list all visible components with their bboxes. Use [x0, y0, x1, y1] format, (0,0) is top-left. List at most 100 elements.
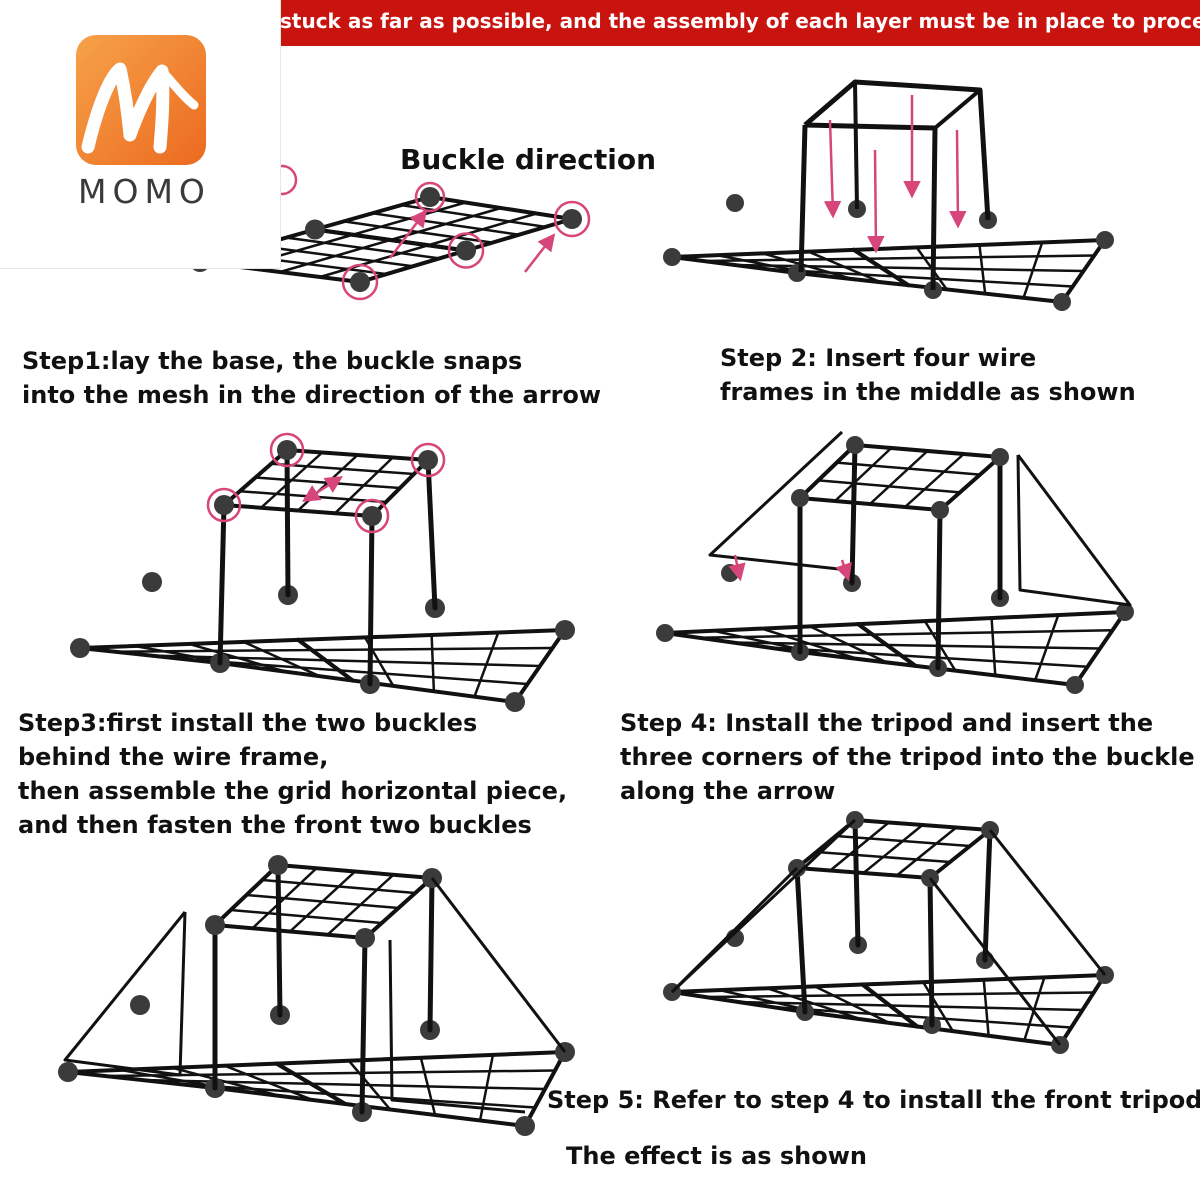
- base-grid-panel: [351, 201, 467, 236]
- buckle: [418, 450, 438, 470]
- base-grid-panel: [278, 238, 392, 274]
- step3-caption: Step3:first install the two buckles behi…: [18, 706, 567, 842]
- tripod-frame: [63, 911, 187, 1077]
- top-grid-panel: [798, 496, 942, 512]
- top-grid-panel: [815, 850, 952, 864]
- base-grid-panel: [856, 610, 1127, 627]
- buckle: [205, 915, 225, 935]
- effect-caption: The effect is as shown: [566, 1142, 867, 1170]
- buckle-highlight-ring: [269, 432, 305, 468]
- top-banner: stuck as far as possible, and the assemb…: [280, 0, 1200, 46]
- base-grid-panel: [737, 1000, 892, 1007]
- momo-logo-icon: [76, 35, 206, 165]
- tripod-frame: [708, 430, 849, 572]
- buckle: [1066, 676, 1084, 694]
- base-grid-panel: [309, 1082, 547, 1091]
- step3-line: and then fasten the front two buckles: [18, 811, 532, 839]
- base-grid-panel: [140, 1078, 313, 1086]
- base-grid-panel: [663, 622, 861, 635]
- buckle-highlight-ring: [354, 498, 390, 534]
- tripod-frame: [988, 829, 1107, 976]
- base-grid-panel: [888, 1004, 1084, 1012]
- step5-caption: Step 5: Refer to step 4 to install the f…: [547, 1086, 1200, 1114]
- buckle: [268, 855, 288, 875]
- base-grid-panel: [765, 646, 903, 657]
- buckle: [663, 248, 681, 266]
- wire-frame-post: [359, 935, 368, 1115]
- brand-logo: MOMO: [0, 0, 281, 269]
- buckle-highlight-ring: [447, 232, 485, 269]
- top-grid-panel: [853, 818, 992, 832]
- wire-frame: [853, 81, 859, 210]
- step3-line: behind the wire frame,: [18, 743, 329, 771]
- buckle: [991, 448, 1009, 466]
- direction-arrow: [867, 149, 885, 254]
- top-grid-panel: [928, 828, 992, 880]
- top-grid-panel: [895, 826, 958, 877]
- direction-arrow: [949, 129, 967, 229]
- base-grid-panel: [803, 1010, 920, 1029]
- top-grid-panel: [938, 455, 1002, 512]
- base-grid-panel: [274, 1050, 567, 1066]
- buckle: [726, 194, 744, 212]
- base-grid-panel: [893, 275, 1074, 288]
- buckle: [420, 187, 440, 207]
- base-grid-panel: [702, 257, 869, 263]
- buckle-highlight-ring: [206, 487, 242, 523]
- step3-line: Step3:first install the two buckles: [18, 709, 478, 737]
- top-grid-panel: [862, 823, 924, 875]
- wire-frame-post: [982, 827, 993, 963]
- base-grid-panel: [885, 643, 1102, 650]
- base-grid-panel: [871, 629, 1114, 636]
- buckle: [142, 572, 162, 592]
- wire-frame-post: [927, 875, 935, 1028]
- tripod-frame: [928, 877, 1062, 1046]
- wire-frame: [804, 122, 938, 291]
- base-grid-panel: [851, 238, 1107, 252]
- buckle: [456, 240, 476, 261]
- tripod-frame: [430, 877, 567, 1053]
- buckle-highlight-ring: [341, 263, 379, 301]
- step4-line: Step 4: Install the tripod and insert th…: [620, 709, 1154, 737]
- base-grid-panel: [670, 982, 865, 994]
- buckle: [505, 692, 525, 712]
- step4-line: along the arrow: [620, 777, 836, 805]
- tripod-frame: [670, 866, 799, 994]
- top-grid-panel: [833, 446, 893, 503]
- buckle: [70, 638, 90, 658]
- wire-frame-post: [284, 447, 291, 598]
- base-grid-panel: [103, 1072, 296, 1078]
- base-grid-panel: [318, 244, 430, 279]
- top-grid-panel: [276, 863, 434, 880]
- buckle: [656, 624, 674, 642]
- step4-caption: Step 4: Install the tripod and insert th…: [620, 706, 1195, 808]
- buckle: [58, 1062, 78, 1082]
- top-grid-panel: [229, 908, 383, 925]
- top-grid-panel: [868, 449, 929, 506]
- base-grid-panel: [874, 991, 1095, 997]
- base-grid-panel: [310, 646, 554, 652]
- base-grid-panel: [860, 973, 1107, 987]
- wire-frame-post: [367, 513, 375, 687]
- base-grid-panel: [324, 658, 542, 668]
- base-grid-panel: [798, 650, 918, 668]
- top-grid-panel: [238, 490, 388, 504]
- step2-caption: Step 2: Insert four wire frames in the m…: [720, 341, 1136, 409]
- buckle: [350, 272, 370, 292]
- buckle: [305, 219, 325, 240]
- buckle-highlight-ring: [553, 200, 591, 238]
- base-grid-panel: [113, 648, 314, 653]
- step4-line: three corners of the tripod into the buc…: [620, 743, 1195, 771]
- top-grid-panel: [245, 893, 400, 910]
- tripod-frame: [388, 939, 526, 1114]
- buckle: [277, 440, 297, 460]
- base-grid-panel: [764, 267, 896, 278]
- logo-text: MOMO: [78, 172, 211, 211]
- base-grid-panel: [313, 195, 432, 232]
- buckle-highlight-ring: [410, 442, 446, 478]
- step2-line: Step 2: Insert four wire: [720, 344, 1037, 372]
- top-grid-panel: [285, 448, 430, 462]
- base-grid-panel: [292, 1069, 557, 1075]
- buckle: [555, 620, 575, 640]
- base-grid-panel: [770, 1005, 905, 1018]
